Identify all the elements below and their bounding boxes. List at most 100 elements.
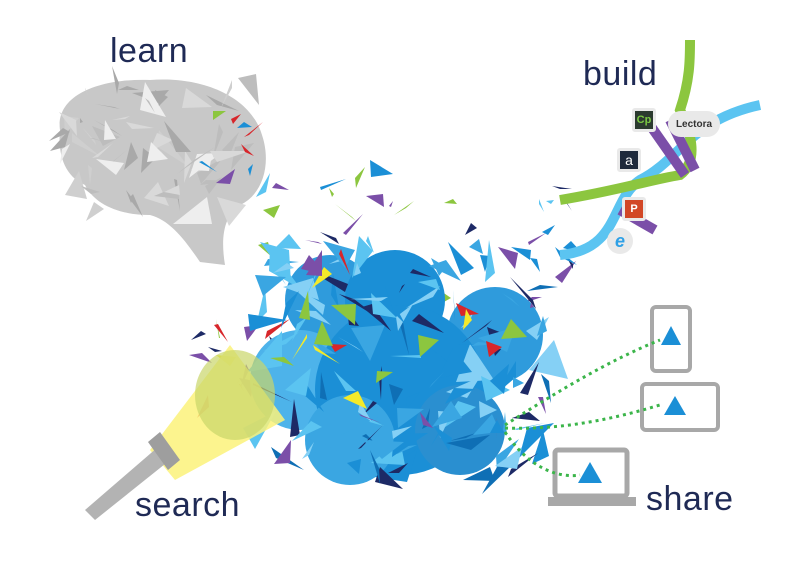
devices [490, 305, 720, 506]
triangle-shape [512, 412, 540, 421]
triangle-shape [362, 304, 391, 331]
triangle-shape [306, 250, 322, 276]
triangle-shape [263, 205, 280, 218]
triangle-shape [358, 425, 383, 449]
share-label: share [646, 480, 734, 518]
triangle-shape [376, 371, 393, 383]
triangle-shape [283, 278, 319, 300]
triangle-shape [463, 309, 472, 330]
triangle-shape [50, 129, 70, 151]
triangle-shape [530, 258, 540, 272]
triangle-shape [65, 171, 87, 199]
triangle-shape [471, 342, 499, 346]
triangle-shape [354, 263, 361, 276]
triangle-shape [495, 447, 522, 469]
triangle-shape [552, 186, 572, 189]
triangle-shape [315, 440, 339, 453]
triangle-shape [272, 183, 289, 190]
triangle-shape [429, 372, 444, 388]
triangle-shape [456, 303, 479, 316]
triangle-shape [217, 197, 246, 226]
triangle-shape [388, 463, 408, 473]
triangle-shape [399, 284, 405, 293]
triangle-shape [481, 376, 510, 401]
brain-icon [49, 66, 266, 266]
triangle-shape [281, 291, 299, 328]
triangle-shape [410, 269, 431, 277]
triangle-shape [292, 334, 307, 360]
triangle-shape [418, 279, 440, 290]
triangle-shape [60, 144, 70, 164]
cloud-icon [243, 236, 568, 494]
triangle-shape [81, 186, 100, 194]
triangle-shape [124, 142, 138, 170]
triangle-shape [206, 95, 239, 111]
triangle-shape [539, 199, 544, 212]
triangle-shape [343, 391, 367, 409]
triangle-shape [482, 466, 511, 494]
triangle-shape [366, 194, 384, 207]
triangle-shape [184, 151, 192, 183]
triangle-shape [323, 241, 355, 268]
triangle-shape [519, 423, 554, 458]
triangle-shape [366, 236, 374, 253]
triangle-shape [339, 249, 350, 275]
triangle-shape [231, 114, 241, 124]
triangle-shape [446, 435, 490, 450]
triangle-shape [527, 285, 558, 291]
triangle-shape [538, 397, 546, 414]
triangle-shape [363, 401, 377, 415]
triangle-shape [370, 160, 393, 177]
triangle-shape [406, 286, 440, 308]
triangle-shape [469, 239, 483, 254]
captivate-icon: Cp [632, 108, 656, 132]
triangle-shape [290, 399, 300, 437]
triangle-shape [330, 344, 347, 352]
triangle-shape [90, 138, 108, 143]
triangle-shape [429, 260, 461, 281]
triangle-shape [542, 225, 555, 235]
triangle-shape [541, 374, 551, 403]
triangle-shape [214, 324, 228, 342]
triangle-shape [164, 185, 180, 195]
triangle-shape [237, 122, 252, 128]
triangle-shape [433, 425, 452, 451]
triangle-shape [86, 202, 104, 221]
triangle-shape [320, 179, 346, 190]
triangle-shape [191, 331, 206, 340]
triangle-shape [532, 430, 549, 464]
triangle-shape [238, 74, 259, 105]
triangle-shape [273, 263, 294, 273]
powerpoint-icon: P [622, 197, 646, 221]
triangle-shape [338, 337, 363, 352]
triangle-shape [265, 319, 290, 339]
triangle-shape [392, 426, 412, 439]
triangle-shape [343, 214, 363, 235]
triangle-shape [341, 405, 381, 435]
triangle-shape [129, 194, 143, 217]
lectora-icon: Lectora [668, 111, 720, 137]
triangle-shape [529, 340, 568, 379]
triangle-shape [164, 121, 191, 152]
triangle-shape [299, 291, 310, 320]
triangle-shape [197, 158, 223, 184]
triangle-shape [520, 362, 539, 395]
triangle-shape [80, 118, 83, 123]
triangle-shape [537, 316, 547, 336]
triangle-shape [418, 335, 439, 357]
triangle-shape [398, 318, 409, 355]
triangle-shape [463, 467, 495, 481]
triangle-shape [213, 111, 226, 120]
triangle-shape [302, 442, 314, 459]
triangle-shape [462, 320, 492, 343]
triangle-shape [260, 242, 291, 283]
triangle-shape [438, 348, 472, 378]
triangle-shape [314, 321, 333, 346]
triangle-shape [498, 247, 518, 269]
triangle-shape [363, 440, 404, 459]
triangle-shape [147, 142, 168, 162]
triangle-shape [177, 147, 215, 174]
triangle-shape [490, 364, 509, 394]
internet-explorer-icon: e [607, 228, 633, 254]
